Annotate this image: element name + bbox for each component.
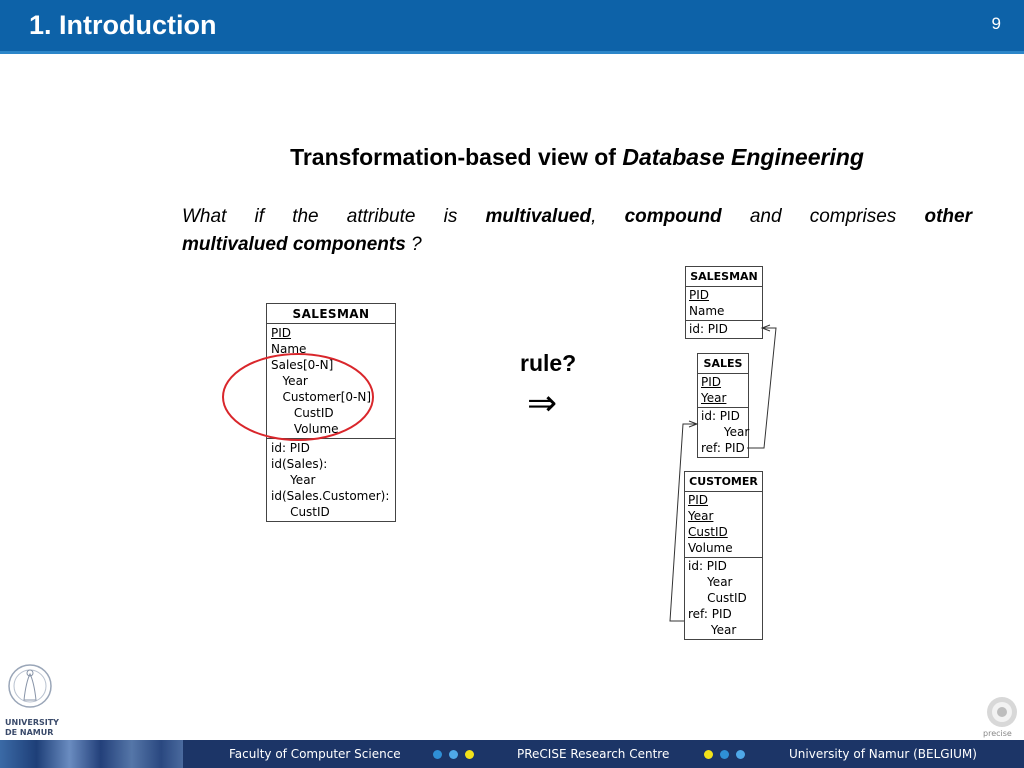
attribute: PID <box>689 288 710 302</box>
question-word: What <box>182 206 227 227</box>
attribute: Customer[0-N] <box>271 390 372 404</box>
main-title-plain: Transformation-based view of <box>290 144 623 170</box>
constraint: id(Sales): <box>271 457 328 471</box>
attribute: PID <box>688 493 709 507</box>
constraint: Year <box>701 425 750 439</box>
dot-icon <box>465 750 474 759</box>
question-multivalued-group: multivalued, <box>486 203 597 231</box>
attribute: Year <box>271 374 308 388</box>
question-other: other <box>924 206 972 227</box>
entity-constraints: id: PID Year CustID ref: PID Year <box>685 558 762 639</box>
attribute: Name <box>689 304 725 318</box>
constraint: CustID <box>688 591 747 605</box>
ref-line-sales-salesman <box>747 327 777 449</box>
question-text: What if the attribute is multivalued, co… <box>182 203 972 259</box>
constraint: CustID <box>271 505 330 519</box>
main-title-italic: Database Engineering <box>622 144 864 170</box>
footer-university: University of Namur (BELGIUM) <box>789 747 977 761</box>
entity-constraints: id: PID <box>686 321 762 338</box>
question-word: if <box>254 206 265 227</box>
main-title: Transformation-based view of Database En… <box>182 144 972 171</box>
constraint: Year <box>688 623 737 637</box>
logo-line: DE NAMUR <box>5 728 54 737</box>
question-comma: , <box>591 206 597 227</box>
question-word: is <box>443 206 458 227</box>
constraint: id: PID <box>688 559 727 573</box>
footer-centre: PReCISE Research Centre <box>517 747 670 761</box>
footer-photo-strip <box>0 740 183 768</box>
constraint: id: PID <box>701 409 740 423</box>
slide-header: 1. Introduction 9 <box>0 0 1024 54</box>
slide-footer: Faculty of Computer Science PReCISE Rese… <box>0 740 1024 768</box>
dot-icon <box>449 750 458 759</box>
constraint: Year <box>271 473 316 487</box>
question-compound: compound <box>624 206 722 227</box>
dot-icon <box>433 750 442 759</box>
highlight-ellipse <box>222 353 374 441</box>
footer-faculty: Faculty of Computer Science <box>229 747 401 761</box>
dot-icon <box>704 750 713 759</box>
entity-constraints: id: PID Year ref: PID <box>698 408 750 457</box>
question-tail: ? <box>405 234 422 255</box>
attribute: PID <box>701 375 722 389</box>
rule-label: rule? <box>520 350 577 376</box>
attribute: Volume <box>688 541 733 555</box>
attribute: Name <box>271 342 307 356</box>
attribute: Volume <box>271 422 339 436</box>
attribute: Year <box>701 391 727 405</box>
constraint: ref: PID <box>701 441 745 455</box>
constraint: Year <box>688 575 733 589</box>
attribute: Year <box>688 509 714 523</box>
constraint: id: PID <box>689 322 728 336</box>
precise-logo <box>987 697 1017 727</box>
entity-name: SALESMAN <box>267 304 395 324</box>
entity-attributes: PID Name Sales[0-N] Year Customer[0-N] C… <box>267 324 395 439</box>
constraint: id: PID <box>271 441 310 455</box>
question-word: comprises <box>809 206 897 227</box>
entity-name: CUSTOMER <box>685 472 762 492</box>
left-salesman-entity: SALESMAN PID Name Sales[0-N] Year Custom… <box>266 303 396 522</box>
dot-icon <box>720 750 729 759</box>
attribute: CustID <box>688 525 728 539</box>
entity-name: SALESMAN <box>686 267 762 287</box>
dot-icon <box>736 750 745 759</box>
question-word: attribute <box>346 206 416 227</box>
question-multivalued: multivalued <box>485 206 592 227</box>
university-logo-text: UNIVERSITY DE NAMUR <box>5 718 61 738</box>
right-salesman-entity: SALESMAN PID Name id: PID <box>685 266 763 339</box>
question-multivalued-components: multivalued components <box>182 234 406 255</box>
entity-constraints: id: PID id(Sales): Year id(Sales.Custome… <box>267 439 395 521</box>
attribute: PID <box>271 326 292 340</box>
ref-arrow-head <box>688 420 699 428</box>
question-word: the <box>292 206 319 227</box>
ref-arrow-head <box>760 324 771 332</box>
page-number: 9 <box>991 14 1001 33</box>
attribute: CustID <box>271 406 334 420</box>
ref-line-customer-sales <box>669 423 697 622</box>
university-namur-logo <box>8 664 52 708</box>
right-sales-entity: SALES PID Year id: PID Year ref: PID <box>697 353 749 458</box>
slide-title: 1. Introduction <box>29 10 217 40</box>
entity-name: SALES <box>698 354 748 374</box>
constraint: ref: PID <box>688 607 732 621</box>
question-word: and <box>749 206 782 227</box>
right-customer-entity: CUSTOMER PID Year CustID Volume id: PID … <box>684 471 763 640</box>
implies-arrow-icon: ⇒ <box>527 383 558 424</box>
constraint: id(Sales.Customer): <box>271 489 390 503</box>
entity-attributes: PID Year CustID Volume <box>685 492 762 558</box>
attribute: Sales[0-N] <box>271 358 334 372</box>
logo-line: UNIVERSITY <box>5 718 59 727</box>
entity-attributes: PID Name <box>686 287 762 321</box>
entity-attributes: PID Year <box>698 374 748 408</box>
precise-logo-text: precise <box>983 729 1012 738</box>
